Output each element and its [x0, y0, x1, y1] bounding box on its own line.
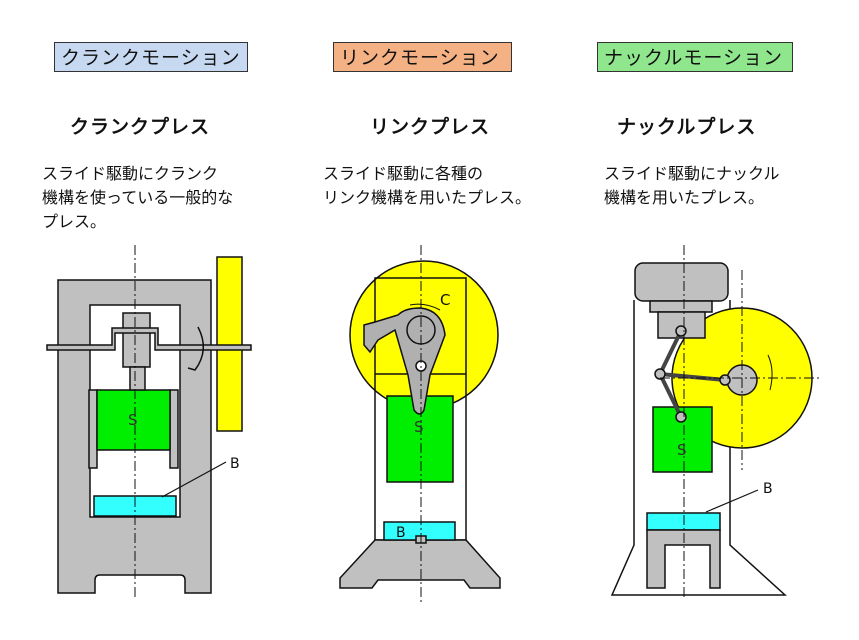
crank-press-desc: スライド駆動にクランク 機構を使っている一般的な プレス。 [42, 164, 234, 231]
slide-label: S [128, 411, 138, 429]
crank-press-title: クランクプレス [70, 116, 211, 138]
crown [634, 262, 729, 302]
link-press-drawing: C S B [339, 245, 501, 605]
slide [96, 389, 171, 451]
crank-label: C [440, 291, 450, 309]
slide-label: S [677, 441, 687, 459]
link-arm [363, 307, 446, 415]
flywheel [216, 256, 243, 432]
rotation-arrow [187, 326, 204, 371]
bolster-label: B [396, 525, 406, 541]
knuckle-motion-tag: ナックルモーション [597, 42, 793, 72]
slide-label: S [414, 418, 424, 436]
link-motion-tag: リンクモーション [333, 42, 512, 72]
crankshaft [46, 327, 252, 351]
link-press-desc: スライド駆動に各種の リンク機構を用いたプレス。 [323, 164, 532, 207]
knuckle-press-title: ナックルプレス [617, 116, 757, 138]
bolster-label: B [763, 481, 773, 497]
crank-motion-tag: クランクモーション [54, 42, 248, 72]
knuckle-press-desc: スライド駆動にナックル 機構を用いたプレス。 [604, 164, 780, 207]
bolster-label: B [230, 456, 240, 472]
knuckle-press-drawing: B S [610, 245, 820, 600]
crank-press-drawing: B S [46, 245, 252, 600]
base [339, 539, 501, 589]
link-press-title: リンクプレス [370, 116, 491, 138]
frame [610, 300, 787, 596]
